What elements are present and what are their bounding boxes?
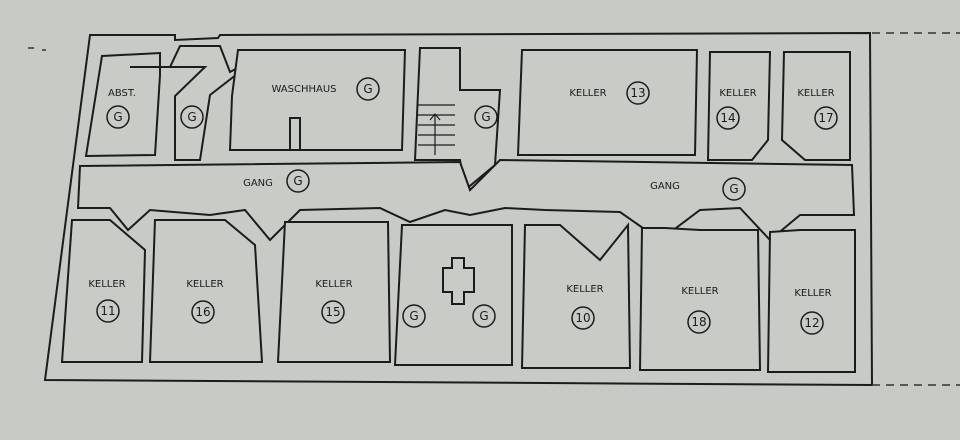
room-label: KELLER xyxy=(315,279,352,290)
room-waschhaus xyxy=(228,49,407,151)
marker-circle xyxy=(814,106,838,130)
marker-circle xyxy=(191,300,215,324)
room-marker: 15 xyxy=(325,305,340,319)
marker-circle xyxy=(180,105,204,129)
room-storage-g xyxy=(393,224,513,366)
margin-mark xyxy=(28,47,46,51)
cross-pillar xyxy=(442,257,475,305)
building-outline xyxy=(43,31,874,387)
room-marker: G xyxy=(479,309,488,323)
marker-circle xyxy=(722,177,746,201)
marker-circle xyxy=(716,106,740,130)
marker-circle xyxy=(687,310,711,334)
room-label: ABST. xyxy=(108,88,136,99)
stairs-icon xyxy=(418,104,455,155)
room-label: KELLER xyxy=(719,88,756,99)
room-marker: G xyxy=(113,110,122,124)
marker-circle xyxy=(571,306,595,330)
marker-circle xyxy=(626,81,650,105)
marker-circle xyxy=(402,304,426,328)
room-label: KELLER xyxy=(566,284,603,295)
corridor-label: GANG xyxy=(650,181,680,192)
waschhaus-pillars xyxy=(289,117,301,151)
corridor-marker: G xyxy=(293,174,302,188)
room-keller-12 xyxy=(766,229,856,373)
marker-circle xyxy=(286,169,310,193)
room-label: KELLER xyxy=(186,279,223,290)
room-keller-16 xyxy=(148,219,264,363)
room-gang xyxy=(76,158,856,242)
room-abstellraum xyxy=(84,51,161,158)
room-keller-11 xyxy=(60,219,147,363)
marker-circle xyxy=(356,77,380,101)
room-keller-15 xyxy=(276,221,392,363)
adjacent-building-outline xyxy=(872,32,960,386)
marker-circle xyxy=(474,105,498,129)
room-label: KELLER xyxy=(794,288,831,299)
room-marker: 10 xyxy=(575,311,590,325)
marker-circle xyxy=(800,311,824,335)
room-marker: 16 xyxy=(195,305,210,319)
room-marker: 14 xyxy=(720,111,735,125)
room-marker: 12 xyxy=(804,316,819,330)
room-label: KELLER xyxy=(569,88,606,99)
corridor-marker: G xyxy=(729,182,738,196)
room-label: WASCHHAUS xyxy=(271,84,336,95)
marker-circle xyxy=(321,300,345,324)
room-keller-14 xyxy=(706,51,772,161)
room-marker: 18 xyxy=(691,315,706,329)
room-marker: G xyxy=(363,82,372,96)
marker-circle xyxy=(472,304,496,328)
room-marker: 17 xyxy=(818,111,833,125)
room-keller-10 xyxy=(520,222,632,369)
room-marker: 13 xyxy=(630,86,645,100)
room-keller-13 xyxy=(516,49,699,156)
room-label: KELLER xyxy=(88,279,125,290)
room-keller-18 xyxy=(638,227,762,371)
room-keller-17 xyxy=(780,51,851,161)
room-label: KELLER xyxy=(797,88,834,99)
room-marker: 11 xyxy=(100,304,115,318)
marker-circle xyxy=(106,105,130,129)
room-label: KELLER xyxy=(681,286,718,297)
corridor-label: GANG xyxy=(243,178,273,189)
room-marker: G xyxy=(481,110,490,124)
room-marker: G xyxy=(409,309,418,323)
marker-circle xyxy=(96,299,120,323)
room-marker: G xyxy=(187,110,196,124)
